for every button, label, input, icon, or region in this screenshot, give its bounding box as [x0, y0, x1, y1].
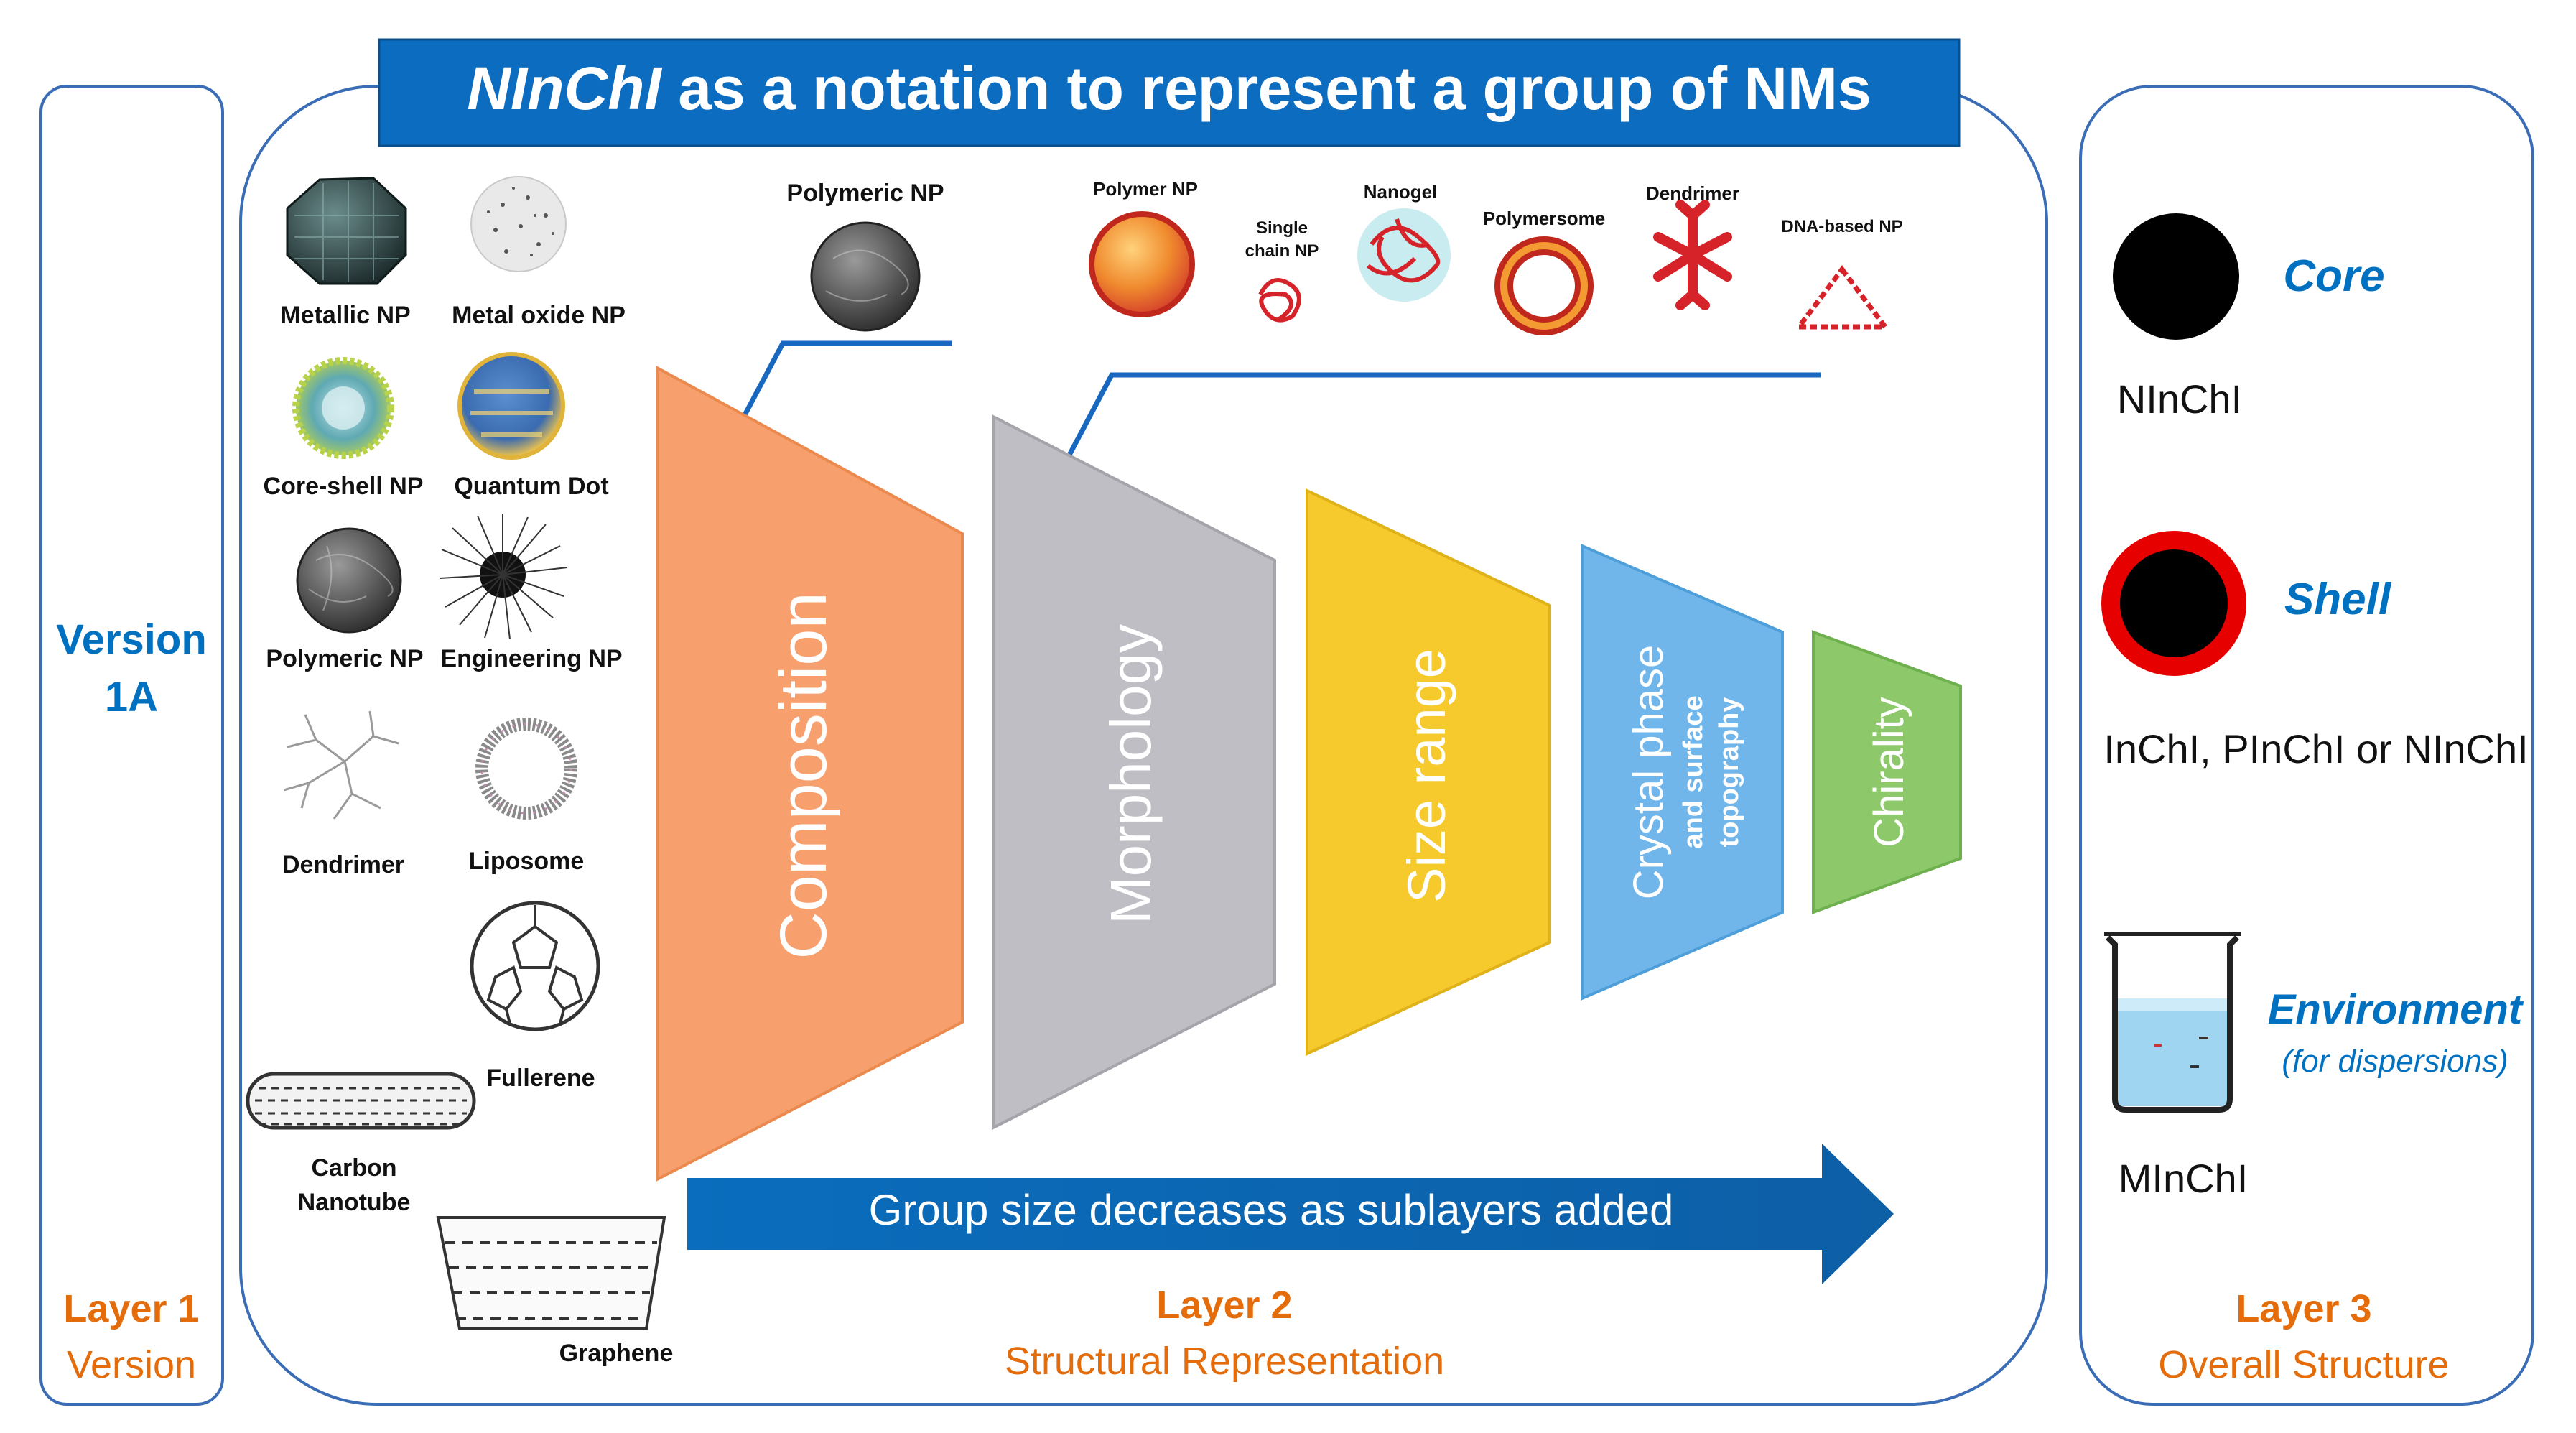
layer1-panel [39, 85, 224, 1406]
nm-label-nanotube: Nanotube [298, 1189, 411, 1216]
nanogel-chains [1367, 218, 1441, 283]
composition-example-texture [825, 249, 909, 302]
nm-label-engineering: Engineering NP [440, 645, 622, 672]
metal-oxide-dots [487, 187, 554, 256]
nm-label-fullerene: Fullerene [486, 1065, 595, 1092]
composition-connector [725, 340, 952, 449]
metal-oxide-np-icon [470, 176, 567, 272]
shell-notation: InChI, PInChI or NInChI [2103, 726, 2528, 771]
morph-label-dna-np: DNA-based NP [1781, 217, 1902, 236]
sublayer-size-range [1306, 488, 1551, 1057]
nm-label-liposome: Liposome [469, 848, 585, 875]
morph-label-polymersome: Polymersome [1483, 208, 1606, 229]
beaker-icon [2104, 932, 2241, 1113]
title-rest: as a notation to represent a group of NM… [661, 55, 1871, 122]
morph-label-nanogel: Nanogel [1364, 181, 1438, 203]
sublayer-label-crystal-phase: Crystal phase [1625, 645, 1672, 900]
group-size-arrow [687, 1144, 1894, 1284]
sublayer-chirality [1812, 630, 1962, 914]
version-label-line1: Version [56, 616, 207, 663]
liposome-heads [480, 723, 572, 815]
crystal-sub-line1: and surface [1678, 695, 1708, 848]
quantum-dot-icon [457, 352, 565, 460]
nm-label-metallic: Metallic NP [280, 302, 410, 329]
single-chain-np-icon [1258, 278, 1301, 323]
metallic-np-icon [286, 177, 407, 285]
nm-label-core-shell: Core-shell NP [264, 473, 424, 500]
morph-label-dendrimer: Dendrimer [1646, 182, 1739, 204]
arrow-text: Group size decreases as sublayers added [869, 1186, 1674, 1234]
layer2-name: Structural Representation [1005, 1340, 1444, 1383]
title-italic: NInChI [467, 55, 662, 122]
nm-label-quantum-dot: Quantum Dot [454, 473, 608, 500]
environment-notation: MInChI [2119, 1156, 2249, 1201]
core-notation: NInChI [2117, 376, 2242, 422]
carbon-nanotube-icon [246, 1072, 476, 1130]
composition-example-icon [810, 221, 921, 332]
dendrimer-left-icon [283, 710, 399, 820]
sublayer-crystal-phase [1581, 543, 1784, 1001]
layer3-title: Layer 3 [2236, 1287, 2371, 1330]
sublayer-label-chirality: Chirality [1866, 697, 1912, 848]
sublayer-composition [656, 365, 964, 1182]
layer3-panel [2079, 85, 2534, 1406]
morph-label-single: Single [1256, 218, 1308, 238]
dendrimer-icon [1653, 200, 1732, 310]
nm-label-dendrimer: Dendrimer [282, 851, 404, 878]
nm-label-graphene: Graphene [559, 1340, 674, 1367]
layer1-name: Version [67, 1343, 196, 1386]
sublayer-morphology [992, 414, 1276, 1131]
core-label: Core [2283, 251, 2384, 301]
core-icon [2113, 213, 2239, 340]
nm-label-metal-oxide: Metal oxide NP [452, 302, 626, 329]
polymeric-np-icon [296, 527, 402, 634]
morphology-connector [1051, 372, 1821, 486]
morph-label-polymer-np: Polymer NP [1093, 178, 1198, 200]
nm-label-polymeric: Polymeric NP [266, 645, 423, 672]
composition-example-label: Polymeric NP [786, 180, 944, 207]
quantum-dot-ligands [470, 389, 553, 437]
layer3-name: Overall Structure [2158, 1343, 2449, 1386]
engineering-np-icon [439, 514, 568, 640]
crystal-sub-line2: topography [1714, 697, 1744, 848]
title-banner [378, 38, 1961, 147]
metallic-np-lattice [294, 181, 399, 282]
core-shell-core [322, 386, 365, 430]
sublayer-label-size-range: Size range [1397, 649, 1456, 903]
layer2-title: Layer 2 [1156, 1284, 1292, 1327]
nm-label-carbon: Carbon [312, 1154, 397, 1182]
morph-label-chain-np: chain NP [1245, 241, 1319, 261]
title-text: NInChI as a notation to represent a grou… [467, 55, 1871, 122]
shell-label: Shell [2284, 575, 2392, 624]
environment-sub: (for dispersions) [2282, 1044, 2508, 1079]
sublayer-label-morphology: Morphology [1099, 624, 1163, 924]
layer1-title: Layer 1 [63, 1287, 199, 1330]
polymeric-np-texture [308, 545, 394, 611]
dna-np-icon [1794, 265, 1890, 330]
graphene-icon [436, 1216, 666, 1330]
sublayer-label-composition: Composition [767, 592, 840, 959]
shell-icon [2101, 531, 2246, 676]
polymer-np-icon [1089, 211, 1195, 317]
fullerene-cages [486, 905, 584, 1024]
version-label-line2: 1A [105, 674, 158, 720]
polymersome-inner [1500, 242, 1588, 330]
nanogel-icon [1357, 208, 1451, 302]
environment-label: Environment [2268, 986, 2524, 1033]
